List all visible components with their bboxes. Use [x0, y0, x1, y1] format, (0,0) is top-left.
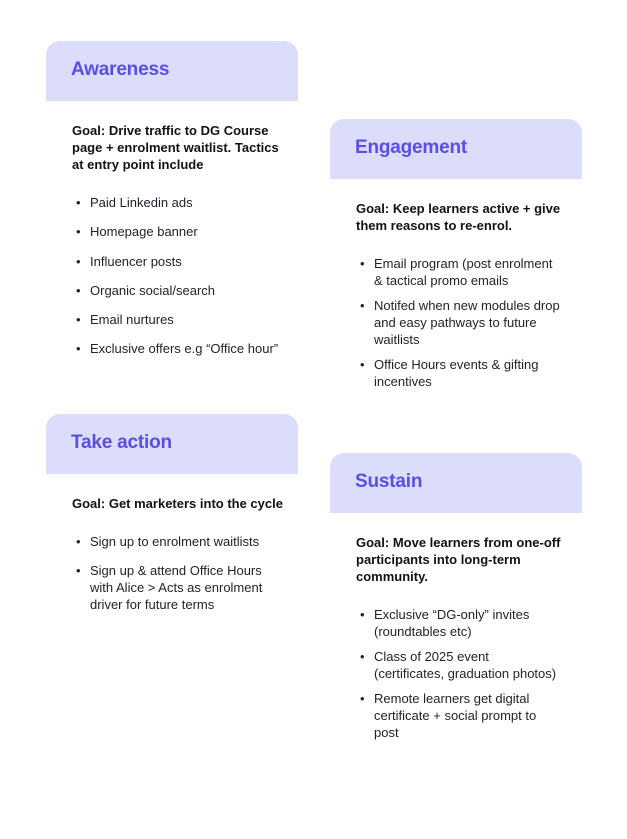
list-item-text: Influencer posts [90, 253, 182, 269]
list-item-text: Homepage banner [90, 224, 198, 240]
take-action-title: Take action [71, 432, 172, 453]
engagement-goal: Goal: Keep learners active + give them r… [356, 201, 561, 233]
bullet-icon: • [76, 563, 81, 578]
list-item-text: Exclusive “DG-only” invites (roundtables… [374, 607, 530, 639]
awareness-list: • Paid Linkedin ads • Homepage banner • Inf… [46, 194, 298, 357]
list-item: • Organic social/search [76, 282, 298, 299]
take-action-list: • Sign up to enrolment waitlists • Sign up… [46, 533, 298, 613]
take-action-card: Take action Goal: Get marketers into the… [46, 414, 298, 625]
bullet-icon: • [360, 256, 365, 271]
list-item: • Homepage banner [76, 223, 298, 240]
list-item: • Paid Linkedin ads [76, 194, 298, 211]
list-item: • Office Hours events & gifting incentive… [360, 356, 564, 390]
list-item: • Email program (post enrolment & tactica… [360, 255, 564, 289]
list-item-text: Remote learners get digital certificate … [374, 691, 537, 740]
bullet-icon: • [360, 298, 365, 313]
list-item: • Influencer posts [76, 253, 298, 270]
bullet-icon: • [360, 691, 365, 706]
list-item: • Sign up & attend Office Hours with Alic… [76, 562, 280, 613]
take-action-header: Take action [46, 414, 298, 474]
list-item: • Email nurtures [76, 311, 298, 328]
bullet-icon: • [360, 357, 365, 372]
list-item-text: Office Hours events & gifting incentives [374, 357, 539, 389]
list-item-text: Sign up to enrolment waitlists [90, 534, 260, 549]
bullet-icon: • [76, 282, 81, 298]
engagement-title: Engagement [355, 137, 468, 158]
list-item: • Class of 2025 event (certificates, grad… [360, 648, 559, 682]
bullet-icon: • [76, 312, 81, 328]
list-item: • Exclusive offers e.g “Office hour” [76, 340, 298, 357]
sustain-card: Sustain Goal: Move learners from one-off… [330, 453, 582, 749]
take-action-goal: Goal: Get marketers into the cycle [72, 496, 283, 511]
list-item: • Exclusive “DG-only” invites (roundtable… [360, 606, 559, 640]
list-item: • Remote learners get digital certificate… [360, 690, 559, 741]
awareness-goal: Goal: Drive traffic to DG Course page + … [72, 123, 279, 172]
awareness-card: Awareness Goal: Drive traffic to DG Cour… [46, 41, 298, 370]
engagement-header: Engagement [330, 119, 582, 179]
bullet-icon: • [76, 253, 81, 269]
list-item-text: Class of 2025 event (certificates, gradu… [374, 649, 557, 681]
sustain-list: • Exclusive “DG-only” invites (roundtable… [330, 606, 582, 741]
sustain-goal: Goal: Move learners from one-off partici… [356, 535, 561, 584]
list-item-text: Organic social/search [90, 282, 215, 298]
list-item: • Sign up to enrolment waitlists [76, 533, 280, 550]
engagement-card: Engagement Goal: Keep learners active + … [330, 119, 582, 398]
bullet-icon: • [76, 534, 81, 549]
list-item-text: Email nurtures [90, 312, 174, 328]
bullet-icon: • [76, 341, 81, 357]
awareness-header: Awareness [46, 41, 298, 101]
list-item-text: Email program (post enrolment & tactical… [374, 256, 553, 288]
bullet-icon: • [76, 224, 81, 240]
list-item-text: Paid Linkedin ads [90, 195, 193, 210]
list-item-text: Notifed when new modules drop and easy p… [374, 298, 560, 347]
list-item-text: Sign up & attend Office Hours with Alice… [90, 563, 263, 612]
bullet-icon: • [76, 195, 81, 210]
list-item-text: Exclusive offers e.g “Office hour” [90, 341, 279, 357]
sustain-header: Sustain [330, 453, 582, 513]
sustain-title: Sustain [355, 471, 423, 492]
bullet-icon: • [360, 607, 365, 622]
engagement-list: • Email program (post enrolment & tactica… [330, 255, 582, 390]
list-item: • Notifed when new modules drop and easy … [360, 297, 564, 348]
awareness-title: Awareness [71, 59, 170, 80]
bullet-icon: • [360, 649, 365, 664]
